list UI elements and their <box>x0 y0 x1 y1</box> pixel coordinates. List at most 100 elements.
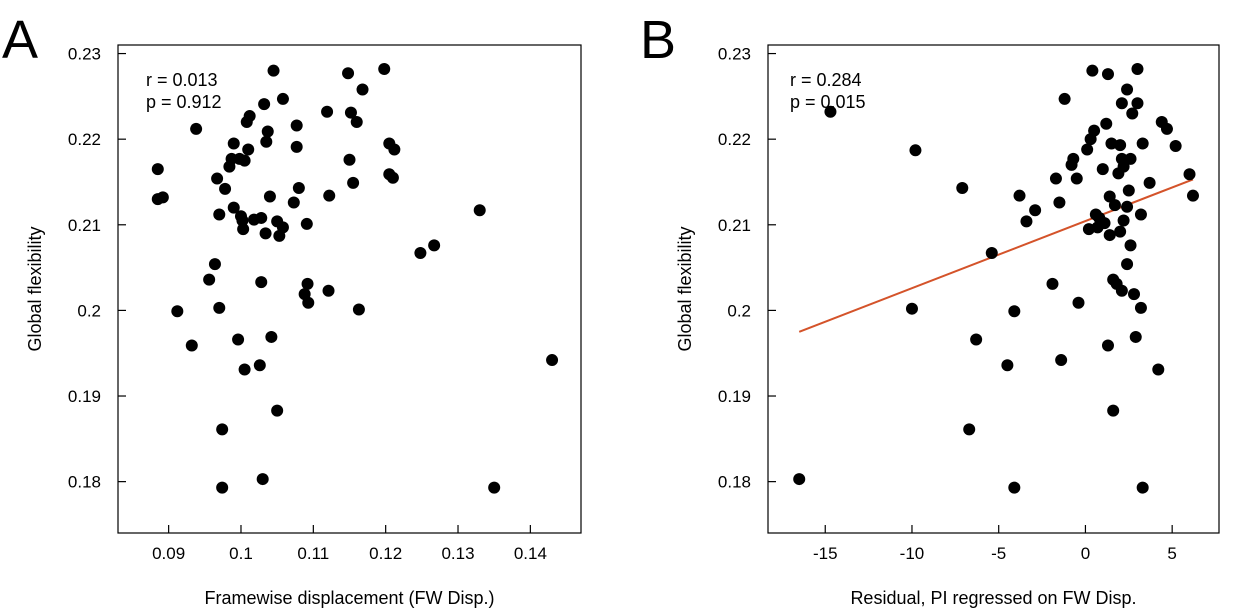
y-tick-label: 0.19 <box>718 387 751 406</box>
data-point <box>302 296 315 309</box>
data-point <box>1072 296 1085 309</box>
y-tick-label: 0.21 <box>68 216 101 235</box>
data-point <box>1121 200 1134 213</box>
data-point <box>1029 204 1042 217</box>
data-point <box>151 163 164 176</box>
data-point <box>271 404 284 417</box>
y-tick-label: 0.23 <box>718 45 751 64</box>
data-point <box>263 190 276 203</box>
data-point <box>1046 277 1059 290</box>
data-point <box>378 62 391 75</box>
data-point <box>1121 83 1134 96</box>
data-point <box>292 181 305 194</box>
data-point <box>350 116 363 129</box>
data-point <box>1086 64 1099 77</box>
data-point <box>414 247 427 260</box>
data-point <box>546 354 559 367</box>
y-tick-label: 0.2 <box>727 301 751 320</box>
panel-letter: B <box>640 10 676 70</box>
y-tick-label: 0.22 <box>68 130 101 149</box>
data-point <box>824 105 837 118</box>
data-point <box>1169 140 1182 153</box>
data-point <box>352 303 365 316</box>
x-axis-label: Framewise displacement (FW Disp.) <box>204 588 494 608</box>
data-point <box>259 227 272 240</box>
y-tick-label: 0.2 <box>77 301 101 320</box>
data-point <box>261 125 274 138</box>
data-point <box>1117 160 1130 173</box>
data-point <box>343 153 356 166</box>
data-point <box>1152 363 1165 376</box>
data-point <box>1121 258 1134 271</box>
data-point <box>213 301 226 314</box>
x-tick-label: 0.09 <box>152 544 185 563</box>
stat-r: r = 0.284 <box>790 70 862 90</box>
data-point <box>211 172 224 185</box>
x-tick-label: -15 <box>813 544 838 563</box>
data-point <box>970 333 983 346</box>
data-point <box>1008 481 1021 494</box>
data-point <box>1103 229 1116 242</box>
data-point <box>1100 117 1113 130</box>
data-point <box>216 481 229 494</box>
data-point <box>208 258 221 271</box>
plot-frame <box>117 44 582 534</box>
data-point <box>287 196 300 209</box>
data-point <box>321 105 334 118</box>
data-point <box>301 277 314 290</box>
x-tick-label: 5 <box>1167 544 1176 563</box>
data-point <box>344 106 357 119</box>
data-point <box>265 330 278 343</box>
data-point <box>909 144 922 157</box>
data-point <box>1055 354 1068 367</box>
data-point <box>255 276 268 289</box>
data-point <box>227 201 240 214</box>
data-point <box>1107 404 1120 417</box>
data-point <box>1129 330 1142 343</box>
y-tick-label: 0.21 <box>718 216 751 235</box>
x-tick-label: 0.1 <box>229 544 253 563</box>
y-tick-label: 0.18 <box>68 473 101 492</box>
data-point <box>356 83 369 96</box>
stat-p: p = 0.015 <box>790 92 866 112</box>
data-point <box>1096 163 1109 176</box>
stat-r: r = 0.013 <box>146 70 218 90</box>
x-tick-label: -5 <box>991 544 1006 563</box>
x-tick-label: 0 <box>1081 544 1090 563</box>
data-point <box>1115 284 1128 297</box>
data-point <box>258 98 271 111</box>
data-point <box>256 473 269 486</box>
data-point <box>1013 189 1026 202</box>
data-point <box>1108 199 1121 212</box>
data-point <box>1126 107 1139 120</box>
data-point <box>428 239 441 252</box>
data-point <box>1053 196 1066 209</box>
data-point <box>1114 139 1127 152</box>
x-tick-label: 0.12 <box>369 544 402 563</box>
data-point <box>238 154 251 167</box>
data-point <box>1081 143 1094 156</box>
data-point <box>1098 217 1111 230</box>
data-point <box>242 143 255 156</box>
data-point <box>1101 68 1114 81</box>
data-point <box>985 247 998 260</box>
data-point <box>1124 152 1137 165</box>
data-point <box>260 135 273 148</box>
data-point <box>255 211 268 224</box>
data-point <box>219 182 232 195</box>
data-point <box>1070 172 1083 185</box>
data-point <box>185 339 198 352</box>
y-axis-label: Global flexibility <box>675 226 695 351</box>
data-point <box>237 223 250 236</box>
data-point <box>203 273 216 286</box>
data-point <box>1049 172 1062 185</box>
data-point <box>388 143 401 156</box>
data-point <box>1131 97 1144 110</box>
data-point <box>290 140 303 153</box>
data-point <box>267 64 280 77</box>
data-point <box>1134 301 1147 314</box>
data-point <box>1115 97 1128 110</box>
data-point <box>386 171 399 184</box>
